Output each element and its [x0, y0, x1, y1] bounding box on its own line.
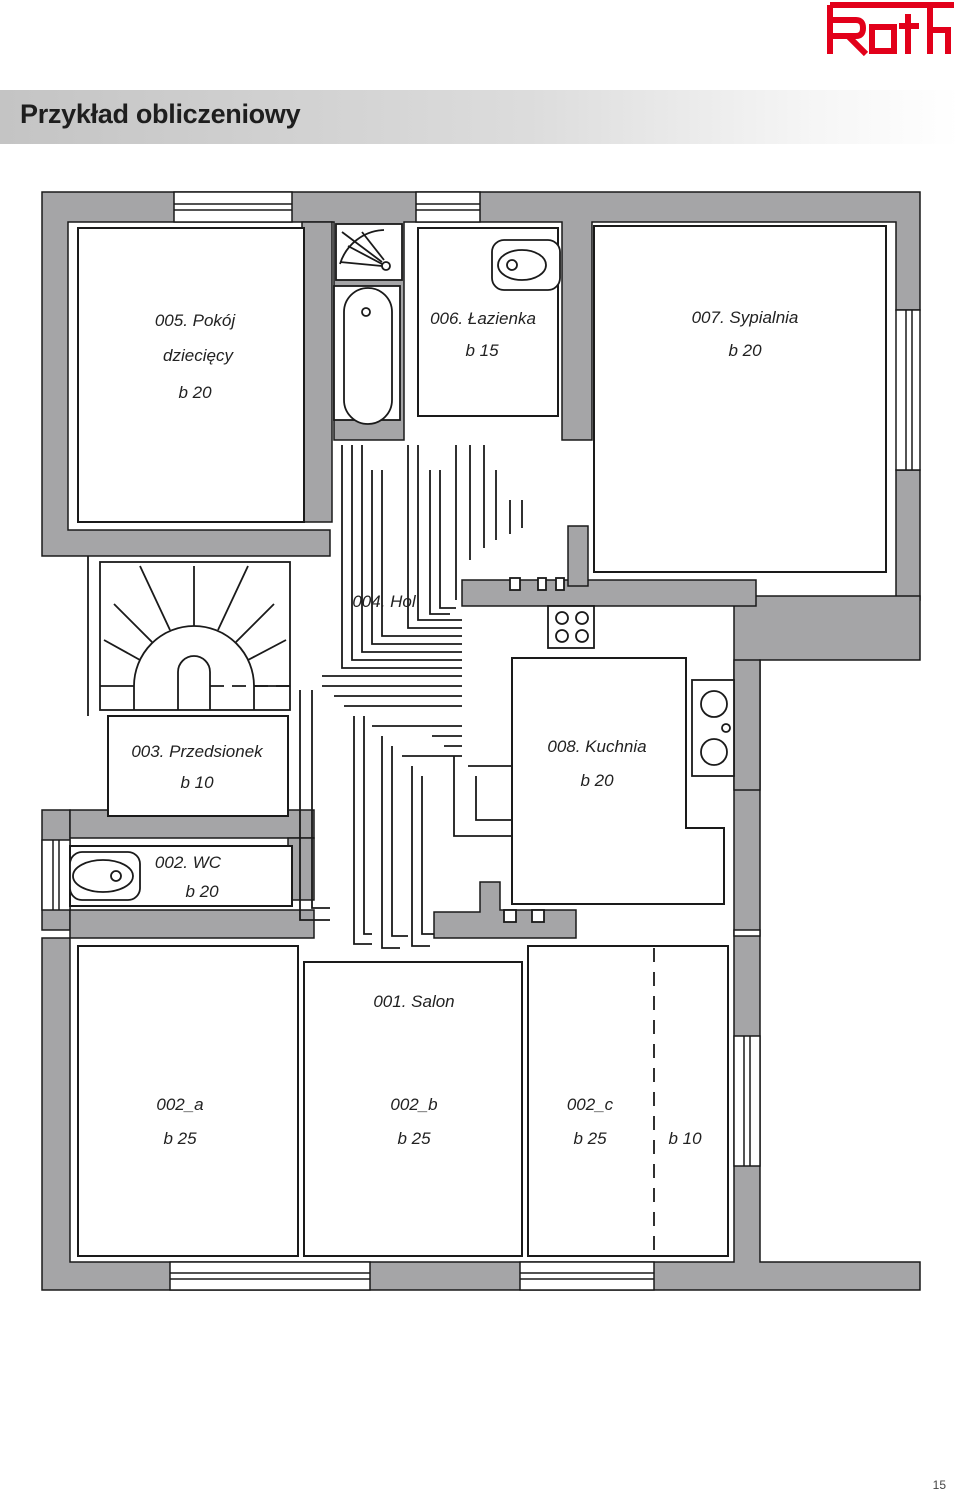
windows — [41, 191, 921, 1291]
room-008-value: b 20 — [580, 771, 614, 790]
room-003-name: 003. Przedsionek — [131, 742, 264, 761]
roth-logo — [827, 2, 954, 57]
zone-a-value: b 25 — [163, 1129, 197, 1148]
room-002-name: 002. WC — [155, 853, 222, 872]
room-008-name: 008. Kuchnia — [547, 737, 646, 756]
room-005-name-l2: dziecięcy — [163, 346, 234, 365]
room-007-value: b 20 — [728, 341, 762, 360]
room-004-name: 004. Hol — [352, 592, 417, 611]
zone-c-name: 002_c — [567, 1095, 614, 1114]
zone-a-name: 002_a — [156, 1095, 203, 1114]
pipe-bundle — [299, 445, 523, 949]
zone-c-value: b 25 — [573, 1129, 607, 1148]
zone-b-name: 002_b — [390, 1095, 437, 1114]
room-006-value: b 15 — [465, 341, 499, 360]
page-title: Przykład obliczeniowy — [20, 99, 301, 129]
room-007-name: 007. Sypialnia — [692, 308, 799, 327]
zone-d-value: b 10 — [668, 1129, 702, 1148]
stairs — [87, 556, 291, 716]
zone-b-value: b 25 — [397, 1129, 431, 1148]
room-002-value: b 20 — [185, 882, 219, 901]
room-005-name-l1: 005. Pokój — [155, 311, 237, 330]
room-005-value: b 20 — [178, 383, 212, 402]
room-003-value: b 10 — [180, 773, 214, 792]
room-labels: 005. Pokój dziecięcy b 20 006. Łazienka … — [131, 308, 798, 1148]
page-number: 15 — [932, 1478, 946, 1492]
fixtures — [69, 223, 735, 923]
header-band — [0, 90, 960, 144]
room-001-name: 001. Salon — [373, 992, 454, 1011]
room-006-name: 006. Łazienka — [430, 309, 536, 328]
